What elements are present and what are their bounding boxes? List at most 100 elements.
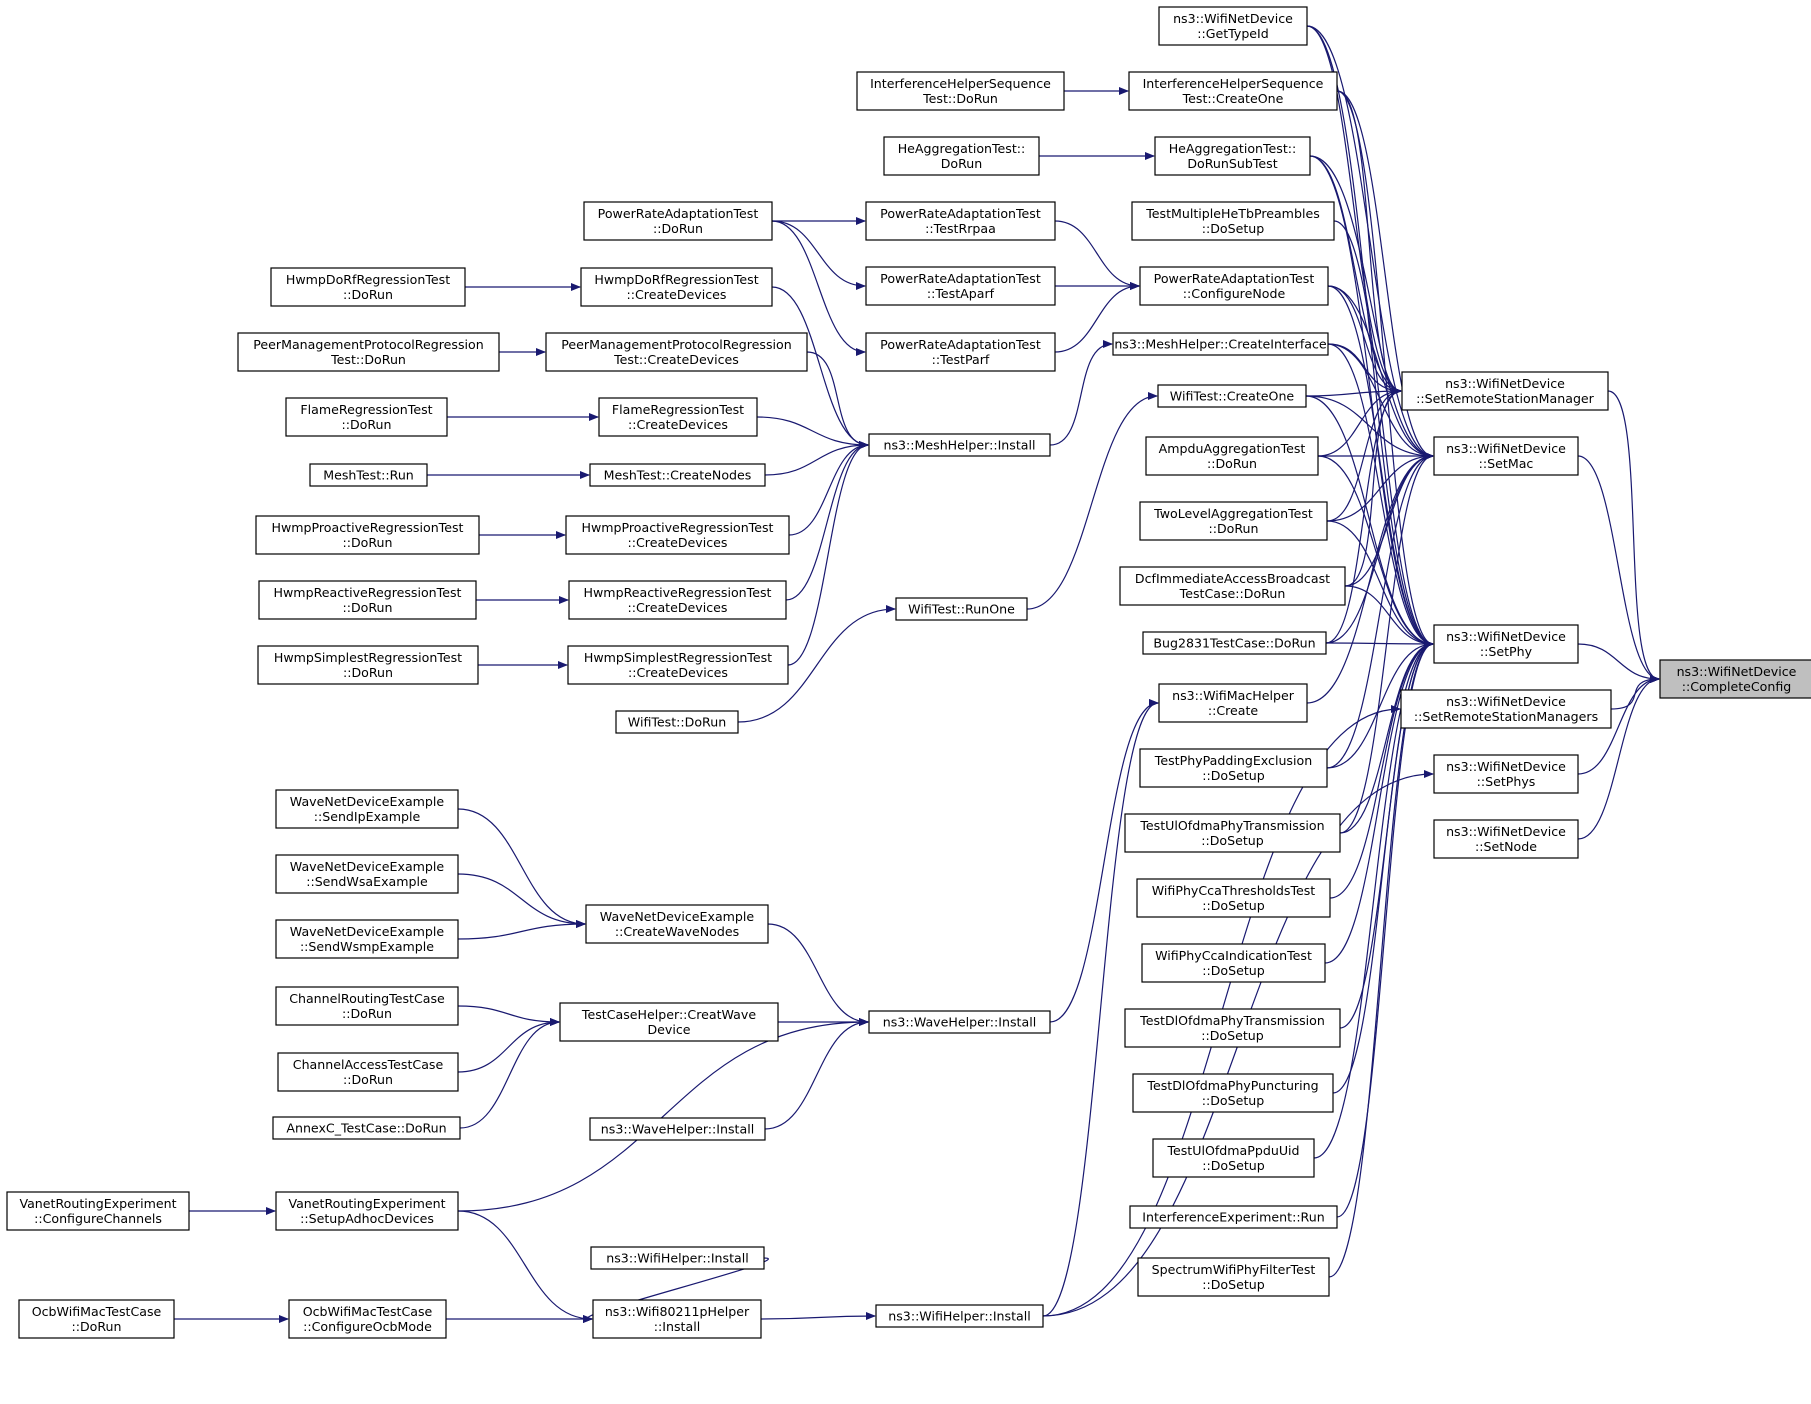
node-hwmp-re-do-run[interactable]: HwmpReactiveRegressionTest::DoRun <box>258 580 477 620</box>
call-edge-bug2831-do-run-to-set-phy <box>1325 639 1434 648</box>
node-box <box>1119 566 1346 606</box>
node-set-remote-station-managers[interactable]: ns3::WifiNetDevice::SetRemoteStationMana… <box>1400 689 1612 729</box>
node-hwmp-do-rf-create[interactable]: HwmpDoRfRegressionTest::CreateDevices <box>580 267 773 307</box>
node-label-line: ::ConfigureNode <box>1183 286 1286 301</box>
call-edge-wave-send-wsa-to-wave-create-nodes <box>457 873 586 928</box>
node-pra-configure-node[interactable]: PowerRateAdaptationTest::ConfigureNode <box>1139 266 1329 306</box>
call-edge-spec-filter-do-setup-to-set-phy <box>1328 640 1434 1278</box>
node-complete-config[interactable]: ns3::WifiNetDevice::CompleteConfig <box>1659 659 1811 699</box>
node-label-line: PeerManagementProtocolRegression <box>561 337 791 352</box>
node-ocb-config-mode[interactable]: OcbWifiMacTestCase::ConfigureOcbMode <box>288 1299 447 1339</box>
node-wifi-test-run-one[interactable]: WifiTest::RunOne <box>895 597 1028 621</box>
node-mesh-test-create-nodes[interactable]: MeshTest::CreateNodes <box>589 463 766 487</box>
node-flame-do-run[interactable]: FlameRegressionTest::DoRun <box>285 397 448 437</box>
node-wifi-mac-create[interactable]: ns3::WifiMacHelper::Create <box>1158 683 1308 723</box>
node-set-mac[interactable]: ns3::WifiNetDevice::SetMac <box>1433 436 1579 476</box>
node-peer-mgmt-create[interactable]: PeerManagementProtocolRegressionTest::Cr… <box>545 332 808 372</box>
node-hwmp-pro-create[interactable]: HwmpProactiveRegressionTest::CreateDevic… <box>565 515 790 555</box>
node-set-node[interactable]: ns3::WifiNetDevice::SetNode <box>1433 819 1579 859</box>
node-set-remote-station-manager[interactable]: ns3::WifiNetDevice::SetRemoteStationMana… <box>1401 371 1609 411</box>
node-box <box>589 1117 766 1141</box>
node-flame-create[interactable]: FlameRegressionTest::CreateDevices <box>598 397 758 437</box>
node-set-phy[interactable]: ns3::WifiNetDevice::SetPhy <box>1433 624 1579 664</box>
node-label-line: HwmpProactiveRegressionTest <box>582 520 774 535</box>
node-wave-send-wsmp[interactable]: WaveNetDeviceExample::SendWsmpExample <box>275 919 459 959</box>
node-label-line: Test::CreateOne <box>1182 91 1284 106</box>
node-int-exp-run[interactable]: InterferenceExperiment::Run <box>1129 1205 1338 1229</box>
node-box <box>565 515 790 555</box>
node-wave-install2[interactable]: ns3::WaveHelper::Install <box>589 1117 766 1141</box>
node-chan-acc-do-run[interactable]: ChannelAccessTestCase::DoRun <box>277 1052 459 1092</box>
node-he-agg-do-run-sub[interactable]: HeAggregationTest::DoRunSubTest <box>1154 136 1311 176</box>
node-label-line: Device <box>647 1022 690 1037</box>
node-label-line: OcbWifiMacTestCase <box>32 1304 162 1319</box>
node-hwmp-do-rf-do-run[interactable]: HwmpDoRfRegressionTest::DoRun <box>270 267 466 307</box>
node-chan-rout-do-run[interactable]: ChannelRoutingTestCase::DoRun <box>275 986 459 1026</box>
node-cca-ind-do-setup[interactable]: WifiPhyCcaIndicationTest::DoSetup <box>1141 943 1326 983</box>
node-get-type-id[interactable]: ns3::WifiNetDevice::GetTypeId <box>1158 6 1308 46</box>
node-tp-padding-do-setup[interactable]: TestPhyPaddingExclusion::DoSetup <box>1139 748 1328 788</box>
call-edge-bug2831-do-run-to-set-remote-station-manager <box>1325 387 1402 644</box>
node-label-line: ::SetMac <box>1479 456 1534 471</box>
node-label-line: TwoLevelAggregationTest <box>1153 506 1313 521</box>
node-wifi-test-create-one[interactable]: WifiTest::CreateOne <box>1157 384 1307 408</box>
node-t-ul-ppdu-uid-do-setup[interactable]: TestUlOfdmaPpduUid::DoSetup <box>1152 1138 1315 1178</box>
node-hwmp-pro-do-run[interactable]: HwmpProactiveRegressionTest::DoRun <box>255 515 480 555</box>
node-box <box>1400 689 1612 729</box>
node-label-line: ::DoRun <box>342 600 392 615</box>
node-wave-send-ip[interactable]: WaveNetDeviceExample::SendIpExample <box>275 789 459 829</box>
node-wifi80211p-install[interactable]: ns3::Wifi80211pHelper::Install <box>592 1299 762 1339</box>
node-he-agg-do-run[interactable]: HeAggregationTest::DoRun <box>883 136 1040 176</box>
node-pra-test-aparf[interactable]: PowerRateAdaptationTest::TestAparf <box>865 266 1056 306</box>
node-label-line: ::CompleteConfig <box>1682 679 1792 694</box>
node-hwmp-sim-create[interactable]: HwmpSimplestRegressionTest::CreateDevice… <box>567 645 789 685</box>
node-box <box>1158 683 1308 723</box>
node-label-line: ns3::WifiNetDevice <box>1173 11 1293 26</box>
node-wave-create-nodes[interactable]: WaveNetDeviceExample::CreateWaveNodes <box>585 904 769 944</box>
call-edge-peer-mgmt-create-to-mesh-install <box>806 351 869 449</box>
node-two-level-do-run[interactable]: TwoLevelAggregationTest::DoRun <box>1139 501 1328 541</box>
node-vanet-config-chan[interactable]: VanetRoutingExperiment::ConfigureChannel… <box>6 1191 190 1231</box>
node-bug2831-do-run[interactable]: Bug2831TestCase::DoRun <box>1142 631 1327 655</box>
node-box <box>868 433 1051 457</box>
node-label-line: HwmpSimplestRegressionTest <box>274 650 462 665</box>
node-ihs-create-one[interactable]: InterferenceHelperSequenceTest::CreateOn… <box>1128 71 1338 111</box>
node-cca-thresh-do-setup[interactable]: WifiPhyCcaThresholdsTest::DoSetup <box>1136 878 1331 918</box>
node-wave-install[interactable]: ns3::WaveHelper::Install <box>868 1010 1051 1034</box>
node-t-dl-punc-do-setup[interactable]: TestDlOfdmaPhyPuncturing::DoSetup <box>1132 1073 1334 1113</box>
node-annex-c-do-run[interactable]: AnnexC_TestCase::DoRun <box>272 1116 461 1140</box>
node-label-line: MeshTest::Run <box>323 468 414 483</box>
node-set-phys[interactable]: ns3::WifiNetDevice::SetPhys <box>1433 754 1579 794</box>
node-label-line: ::CreateDevices <box>628 535 728 550</box>
call-edge-ampdu-do-run-to-set-phy <box>1317 455 1434 648</box>
node-wifi-helper-install2[interactable]: ns3::WifiHelper::Install <box>590 1246 765 1270</box>
node-mesh-test-run[interactable]: MeshTest::Run <box>309 463 428 487</box>
call-edge-tp-padding-do-setup-to-set-phy <box>1326 640 1434 769</box>
node-ocb-do-run[interactable]: OcbWifiMacTestCase::DoRun <box>18 1299 175 1339</box>
node-mesh-install[interactable]: ns3::MeshHelper::Install <box>868 433 1051 457</box>
node-t-dl-ofdma-tx-do-setup[interactable]: TestDlOfdmaPhyTransmission::DoSetup <box>1124 1008 1341 1048</box>
node-wifi-helper-install[interactable]: ns3::WifiHelper::Install <box>875 1304 1044 1328</box>
node-pra-test-rrpaa[interactable]: PowerRateAdaptationTest::TestRrpaa <box>865 201 1056 241</box>
node-pra-test-parf[interactable]: PowerRateAdaptationTest::TestParf <box>865 332 1056 372</box>
node-t-ul-ofdma-tx-do-setup[interactable]: TestUlOfdmaPhyTransmission::DoSetup <box>1124 813 1341 853</box>
node-mesh-create-interface[interactable]: ns3::MeshHelper::CreateInterface <box>1112 332 1329 356</box>
node-pra-do-run[interactable]: PowerRateAdaptationTest::DoRun <box>583 201 773 241</box>
node-peer-mgmt-do-run[interactable]: PeerManagementProtocolRegressionTest::Do… <box>237 332 500 372</box>
node-dcf-do-run[interactable]: DcfImmediateAccessBroadcastTestCase::DoR… <box>1119 566 1346 606</box>
node-ampdu-do-run[interactable]: AmpduAggregationTest::DoRun <box>1145 436 1319 476</box>
node-wifi-test-do-run[interactable]: WifiTest::DoRun <box>615 710 739 734</box>
call-edge-mesh-test-create-nodes-to-mesh-install <box>764 441 869 476</box>
node-vanet-setup-adhoc[interactable]: VanetRoutingExperiment::SetupAdhocDevice… <box>275 1191 459 1231</box>
node-tm-he-tb-do-setup[interactable]: TestMultipleHeTbPreambles::DoSetup <box>1131 201 1335 241</box>
node-box <box>255 515 480 555</box>
node-wave-send-wsa[interactable]: WaveNetDeviceExample::SendWsaExample <box>275 854 459 894</box>
node-label-line: ChannelAccessTestCase <box>293 1057 444 1072</box>
node-hwmp-sim-do-run[interactable]: HwmpSimplestRegressionTest::DoRun <box>257 645 479 685</box>
node-hwmp-re-create[interactable]: HwmpReactiveRegressionTest::CreateDevice… <box>568 580 787 620</box>
node-label-line: WaveNetDeviceExample <box>290 859 445 874</box>
node-spec-filter-do-setup[interactable]: SpectrumWifiPhyFilterTest::DoSetup <box>1137 1257 1330 1297</box>
node-label-line: WifiTest::RunOne <box>908 602 1015 617</box>
